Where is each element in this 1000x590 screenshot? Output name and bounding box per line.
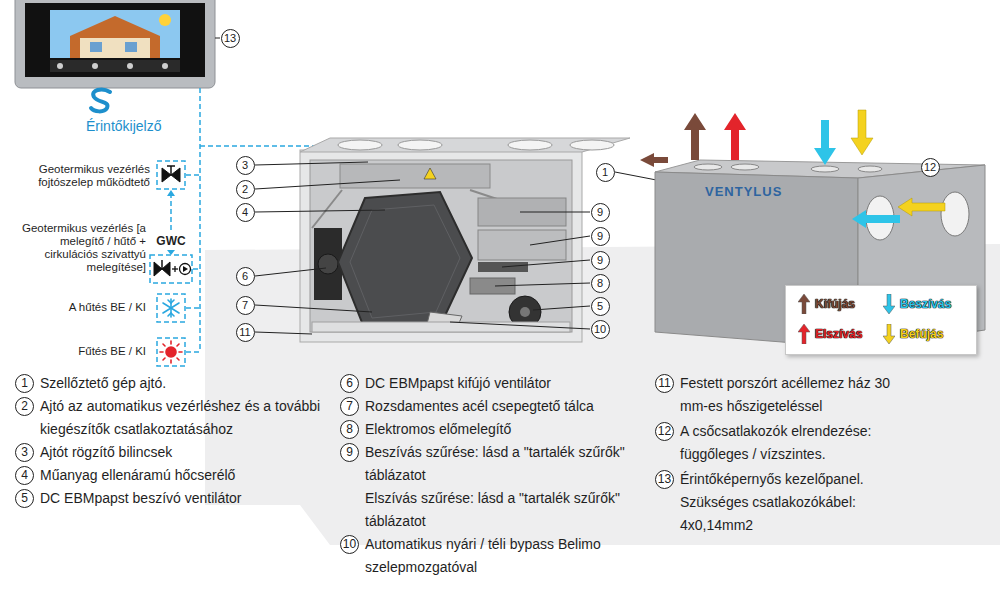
control-label: Fűtés BE / KI — [0, 345, 146, 358]
list-number: 10 — [340, 535, 359, 554]
airflow-arrows — [640, 110, 945, 228]
part-description: DC EBMpapst beszívó ventilátor — [40, 487, 330, 510]
part-description: Beszívás szűrése: lásd a "tartalék szűrő… — [365, 441, 630, 487]
part-description: DC EBMpapst kifújó ventilátor — [365, 372, 640, 395]
part-description: Műanyag ellenáramú hőcserélő — [40, 464, 330, 487]
legend-box: Kifújás BeszívásElszívás Befújás — [785, 285, 977, 355]
unit-cutaway — [300, 138, 630, 342]
list-number: 9 — [340, 443, 359, 462]
callout-number: 9 — [591, 251, 610, 270]
valve-symbol — [154, 166, 180, 276]
legend-text: Befújás — [900, 327, 943, 341]
callout-number: 13 — [221, 29, 240, 48]
callout-number: 2 — [236, 180, 255, 199]
callout-number: 1 — [596, 163, 615, 182]
callout-number: 6 — [236, 267, 255, 286]
callout-leader — [215, 38, 220, 39]
gwc-label: GWC — [152, 234, 190, 248]
part-description: Ajtó az automatikus vezérléshez és a tov… — [40, 395, 332, 441]
part-description: A csőcsatlakozók elrendezése: függőleges… — [680, 420, 905, 466]
pump-symbol — [180, 264, 191, 275]
callout-number: 9 — [591, 203, 610, 222]
touch-logo — [91, 90, 110, 112]
list-number: 1 — [15, 374, 34, 393]
list-number: 6 — [340, 374, 359, 393]
list-number: 7 — [340, 397, 359, 416]
list-number: 2 — [15, 397, 34, 416]
callout-number: 3 — [236, 156, 255, 175]
list-number: 4 — [15, 466, 34, 485]
part-description: Elszívás szűrése: lásd a "tartalék szűrő… — [365, 487, 630, 533]
legend-text: Elszívás — [815, 327, 862, 341]
list-number: 13 — [655, 470, 674, 489]
part-description: Rozsdamentes acél csepegtető tálca — [365, 395, 640, 418]
legend-swatch — [883, 294, 895, 314]
callout-number: 7 — [236, 296, 255, 315]
part-description: Elektromos előmelegítő — [365, 418, 640, 441]
list-number: 5 — [15, 489, 34, 508]
legend-text: Beszívás — [900, 297, 951, 311]
panel-caption: Érintőkijelző — [86, 118, 161, 134]
control-label: A hűtés BE / KI — [0, 301, 146, 314]
sun-symbol — [160, 341, 182, 363]
brand-watermark: VENTYLUS — [705, 184, 782, 199]
part-description: Festett porszórt acéllemez ház 30 mm-es … — [680, 372, 905, 418]
control-label: Geotermikus vezérlés [a melegítő / hűtő … — [21, 222, 146, 274]
control-label: Geotermikus vezérlés fojtószelep működte… — [25, 163, 150, 189]
legend-swatch — [883, 324, 895, 344]
callout-number: 10 — [591, 320, 610, 339]
legend-swatch — [798, 294, 810, 314]
callout-number: 8 — [591, 274, 610, 293]
list-number: 8 — [340, 420, 359, 439]
list-number: 12 — [655, 422, 674, 441]
part-description: Szellőztető gép ajtó. — [40, 372, 330, 395]
legend-swatch — [798, 324, 810, 344]
part-description: Automatikus nyári / téli bypass Belimo s… — [365, 533, 615, 579]
callout-number: 4 — [236, 203, 255, 222]
part-description: Ajtót rögzítő bilincsek — [40, 441, 330, 464]
legend-text: Kifújás — [815, 297, 855, 311]
snowflake-symbol — [163, 299, 179, 317]
touch-display — [15, 0, 215, 88]
callout-number: 5 — [591, 297, 610, 316]
callout-number: 11 — [236, 323, 255, 342]
part-description: Érintőképernyős kezelőpanel. Szükséges c… — [680, 468, 905, 537]
list-number: 3 — [15, 443, 34, 462]
callout-number: 12 — [921, 158, 940, 177]
callout-number: 9 — [591, 227, 610, 246]
list-number: 11 — [655, 374, 674, 393]
